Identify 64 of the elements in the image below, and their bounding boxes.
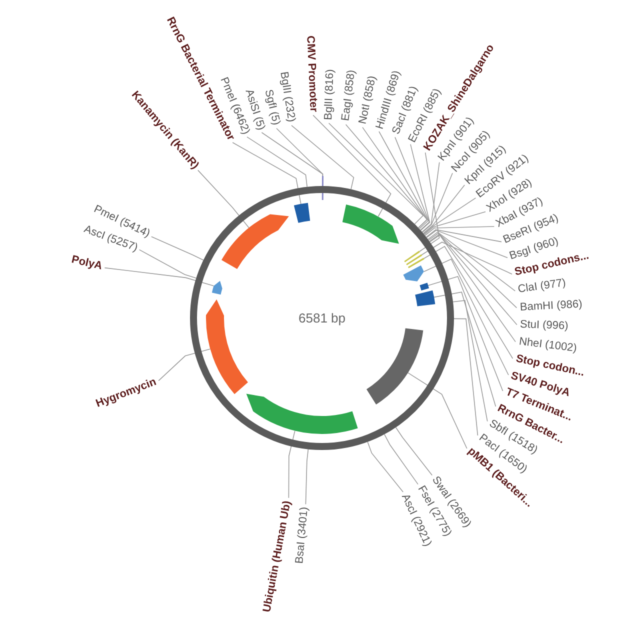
leader-line bbox=[104, 267, 214, 286]
leader-line bbox=[422, 162, 440, 232]
leader-line bbox=[426, 229, 502, 242]
leader-line bbox=[423, 198, 476, 234]
feature-block bbox=[420, 282, 429, 290]
leader-line bbox=[454, 318, 478, 436]
leader-line bbox=[428, 276, 504, 392]
restriction-site-label: ClaI (977) bbox=[517, 277, 567, 297]
leader-line bbox=[288, 430, 296, 498]
feature-arc bbox=[403, 265, 424, 282]
restriction-site-label: NheI (1002) bbox=[518, 336, 577, 356]
leader-line bbox=[198, 170, 250, 228]
feature-label: PolyA bbox=[70, 254, 104, 274]
leader-line bbox=[408, 372, 468, 449]
leader-line bbox=[384, 434, 418, 485]
leader-line bbox=[367, 442, 404, 492]
leader-line bbox=[362, 126, 428, 228]
leader-line bbox=[291, 125, 354, 190]
plasmid-backbone bbox=[190, 186, 454, 450]
leader-line bbox=[421, 242, 512, 274]
plasmid-size: 6581 bp bbox=[298, 310, 346, 326]
restriction-site-label: BglII (816) bbox=[322, 69, 338, 120]
leader-line bbox=[434, 292, 496, 407]
leader-line bbox=[138, 249, 197, 278]
leader-line bbox=[424, 211, 486, 235]
feature-arc bbox=[206, 299, 248, 394]
leader-line bbox=[394, 136, 430, 230]
restriction-site-label: StuI (996) bbox=[520, 318, 568, 334]
restriction-site-label: BsaI (3401) bbox=[294, 506, 312, 564]
feature-arc bbox=[212, 280, 222, 295]
leader-line bbox=[424, 226, 495, 236]
leader-line bbox=[378, 131, 429, 230]
feature-mark bbox=[406, 254, 422, 266]
leader-line bbox=[312, 114, 392, 217]
feature-block bbox=[366, 328, 424, 404]
feature-arc bbox=[222, 214, 289, 269]
leader-line bbox=[419, 152, 440, 252]
leader-line bbox=[395, 427, 432, 476]
leader-line bbox=[158, 348, 211, 382]
leader-line bbox=[426, 230, 508, 258]
leader-line bbox=[246, 136, 308, 188]
restriction-site-label: BamHI (986) bbox=[519, 298, 582, 314]
feature-label: CMV Promoter bbox=[303, 36, 320, 112]
leader-line bbox=[422, 172, 453, 233]
leader-line bbox=[328, 122, 424, 224]
feature-arc bbox=[246, 394, 358, 434]
leader-line bbox=[452, 300, 488, 422]
leader-line bbox=[305, 448, 309, 505]
restriction-site-label: EagI (858) bbox=[340, 70, 359, 122]
feature-label: Ubiquitin (Human Ub) bbox=[261, 500, 294, 614]
feature-mark bbox=[408, 258, 424, 268]
feature-arc bbox=[342, 204, 399, 244]
leader-line bbox=[424, 246, 514, 359]
leader-line bbox=[428, 232, 516, 292]
leader-line bbox=[422, 184, 465, 234]
leader-line bbox=[151, 236, 204, 260]
feature-block bbox=[294, 202, 310, 223]
leader-line bbox=[410, 144, 430, 231]
leader-line bbox=[232, 142, 302, 204]
feature-mark bbox=[404, 250, 420, 262]
leader-line bbox=[428, 232, 518, 308]
leader-line bbox=[429, 234, 518, 326]
leader-line bbox=[424, 258, 509, 376]
leader-line bbox=[430, 234, 516, 342]
